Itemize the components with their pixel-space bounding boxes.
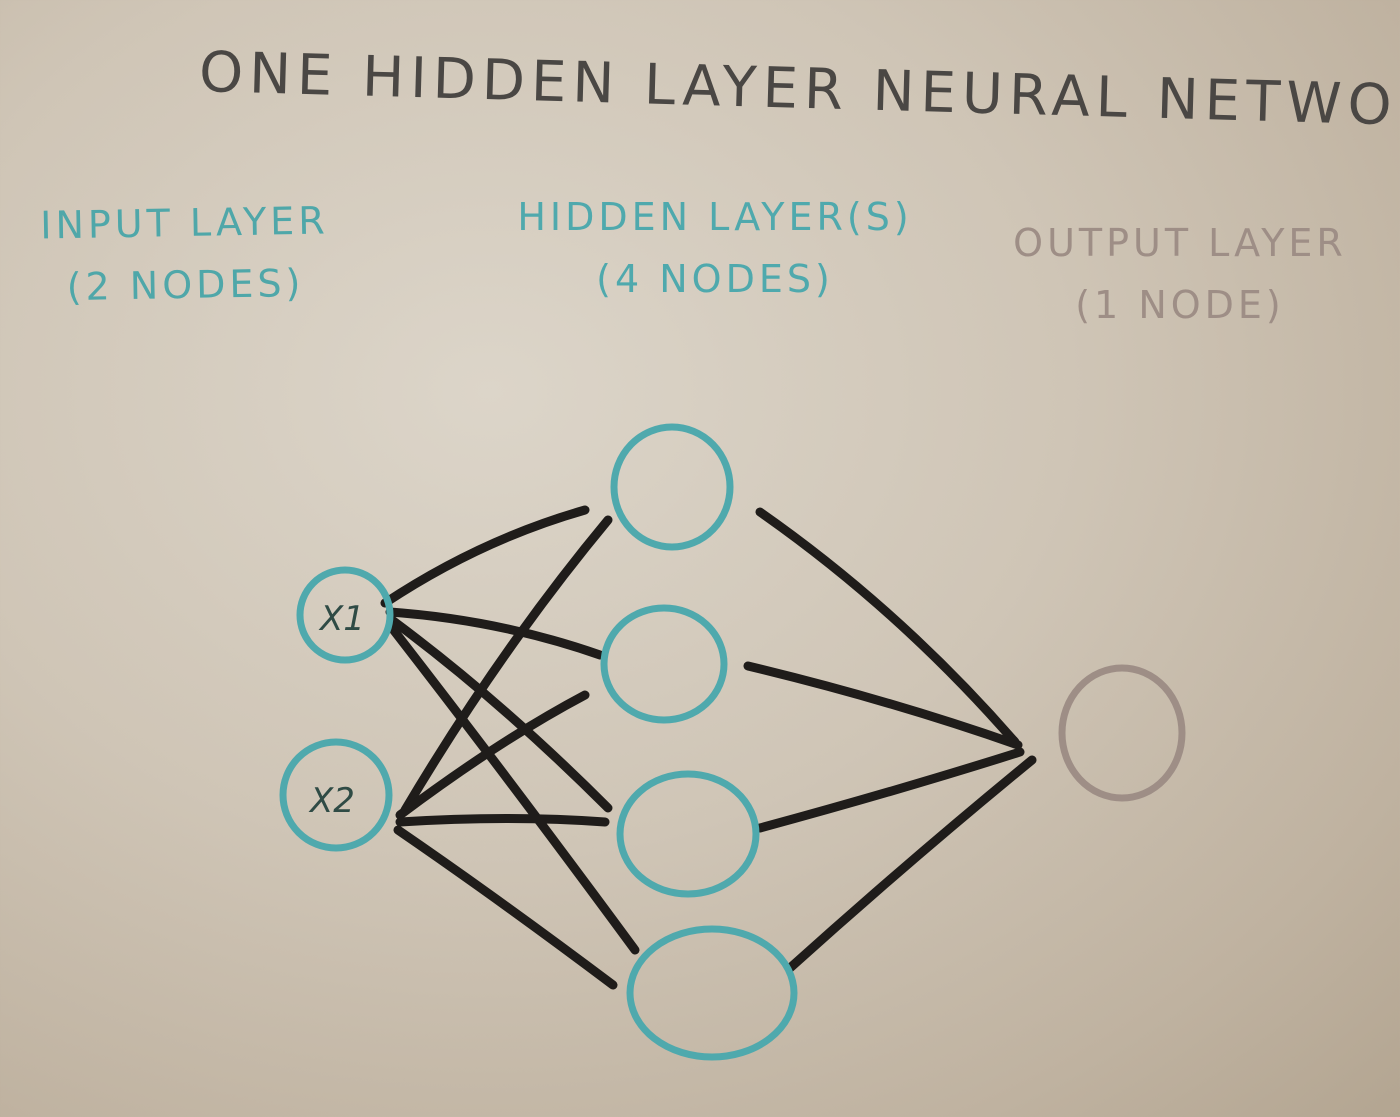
edge-h3-out [755, 747, 1025, 833]
edges-hidden-output [743, 507, 1037, 973]
hidden-node-3 [616, 770, 760, 898]
hidden-node-2 [600, 604, 728, 724]
hidden-node-4 [626, 925, 798, 1061]
edge-h1-out [755, 507, 1020, 747]
hidden-nodes [600, 423, 798, 1061]
edge-x2-h4 [393, 825, 618, 990]
edge-x1-h2 [385, 607, 605, 660]
edge-h4-out [785, 755, 1037, 973]
edge-x2-h3 [395, 814, 610, 827]
output-nodes [1058, 664, 1186, 802]
output-layer-count: (1 NODE) [1075, 283, 1285, 327]
output-layer-label: OUTPUT LAYER (1 NODE) [985, 212, 1375, 336]
edges-input-hidden [380, 505, 640, 990]
input-nodes [279, 566, 394, 852]
hidden-layer-label: HIDDEN LAYER(S) (4 NODES) [505, 186, 925, 310]
edge-h2-out [743, 661, 1023, 750]
edge-x1-h4 [387, 623, 640, 955]
input-node-x1 [296, 566, 394, 664]
hidden-node-1 [610, 423, 734, 551]
input-node-x2-label: X2 [308, 781, 355, 821]
edge-x1-h3 [387, 615, 613, 813]
edge-x2-h2 [395, 690, 590, 820]
edge-x2-h1 [400, 515, 613, 815]
output-layer-name: OUTPUT LAYER [1013, 221, 1347, 265]
edge-x1-h1 [380, 505, 590, 608]
output-node-1 [1058, 664, 1186, 802]
input-node-x2 [279, 738, 393, 852]
hidden-layer-count: (4 NODES) [596, 257, 834, 301]
hidden-layer-name: HIDDEN LAYER(S) [517, 195, 913, 239]
input-node-x1-label: X1 [318, 599, 365, 639]
